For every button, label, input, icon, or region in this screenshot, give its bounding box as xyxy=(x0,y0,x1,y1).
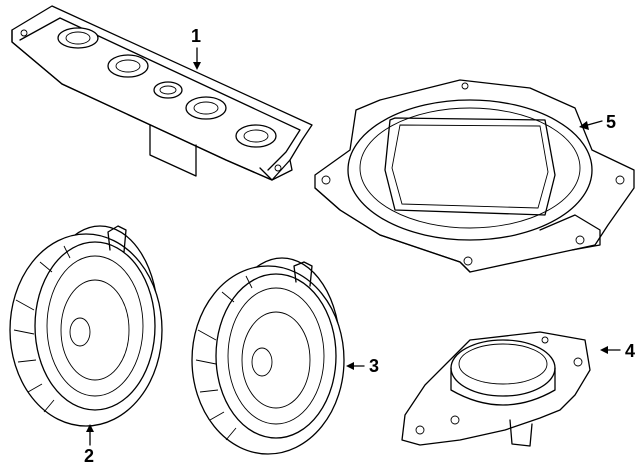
callout-label-5: 5 xyxy=(606,112,616,132)
callout-label-1: 1 xyxy=(191,26,201,46)
callout-4: 4 xyxy=(600,341,635,361)
callout-label-4: 4 xyxy=(625,341,635,361)
part-4-tweeter xyxy=(401,331,591,447)
callout-5: 5 xyxy=(579,112,616,132)
part-1-button-bar xyxy=(11,5,313,181)
callout-2: 2 xyxy=(84,424,94,466)
part-2-speaker xyxy=(9,225,163,427)
callout-label-2: 2 xyxy=(84,446,94,466)
callout-1: 1 xyxy=(191,26,201,70)
callout-3: 3 xyxy=(346,356,379,376)
callout-label-3: 3 xyxy=(369,356,379,376)
part-5-amplifier-module xyxy=(314,79,635,273)
part-3-speaker xyxy=(191,257,345,455)
